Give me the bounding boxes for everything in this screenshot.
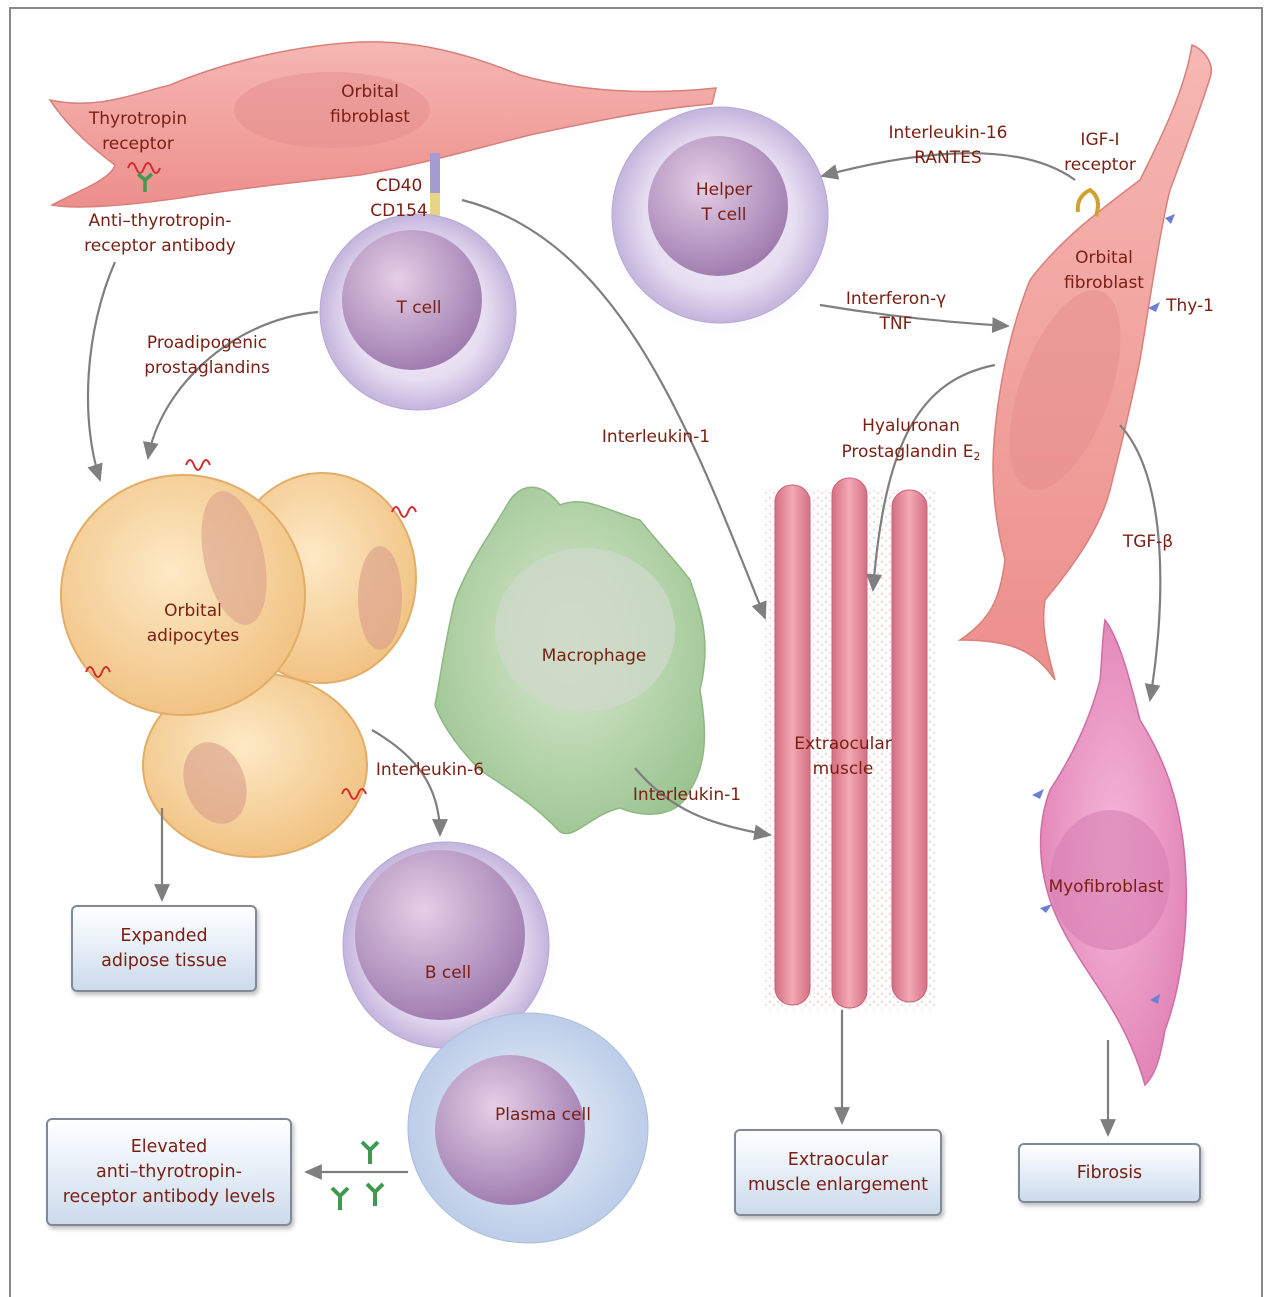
outcome-antibody-levels: Elevated anti–thyrotropin- receptor anti… — [46, 1118, 292, 1226]
muscle-fiber-3 — [892, 490, 927, 1002]
label-interleukin1-bottom: Interleukin-1 — [633, 783, 741, 808]
label-hyaluronan: Hyaluronan — [862, 414, 960, 439]
arrow-tgf-to-myofibroblast — [1120, 425, 1160, 700]
outcome-fibrosis: Fibrosis — [1018, 1143, 1201, 1203]
label-plasma-cell: Plasma cell — [495, 1103, 591, 1128]
label-interleukin6: Interleukin-6 — [376, 758, 484, 783]
label-b-cell: B cell — [425, 961, 471, 986]
label-proadipogenic: Proadipogenic prostaglandins — [144, 331, 270, 381]
label-interferon-tnf: Interferon-γ TNF — [846, 287, 946, 337]
label-myofibroblast: Myofibroblast — [1048, 875, 1163, 900]
label-extraocular-muscle: Extraocular muscle — [794, 732, 892, 782]
label-cd40-cd154: CD40 CD154 — [370, 174, 427, 224]
label-interleukin1-top: Interleukin-1 — [602, 425, 710, 450]
outcome-muscle-enlargement-text: Extraocular muscle enlargement — [748, 1148, 928, 1198]
arrow-antibody-to-adipocytes — [88, 262, 115, 480]
outcome-muscle-enlargement: Extraocular muscle enlargement — [734, 1129, 942, 1216]
label-macrophage: Macrophage — [542, 644, 647, 669]
plasma-cell-nucleus — [435, 1055, 585, 1205]
label-orbital-fibroblast-top: Orbital fibroblast — [330, 80, 410, 130]
outcome-antibody-levels-text: Elevated anti–thyrotropin- receptor anti… — [63, 1135, 276, 1210]
outcome-fibrosis-text: Fibrosis — [1077, 1161, 1142, 1186]
label-prostaglandin: Prostaglandin E2 — [841, 440, 980, 469]
outcome-expanded-adipose-text: Expanded adipose tissue — [101, 924, 227, 974]
label-anti-tsh-antibody: Anti–thyrotropin- receptor antibody — [84, 209, 236, 259]
adipocyte-left — [61, 475, 305, 715]
antibody-icon-2 — [332, 1188, 348, 1210]
label-thyrotropin-receptor: Thyrotropin receptor — [89, 107, 187, 157]
label-orbital-adipocytes: Orbital adipocytes — [147, 599, 240, 649]
b-cell-nucleus — [355, 850, 525, 1020]
label-tgf-beta: TGF-β — [1123, 530, 1173, 555]
antibody-icon-1 — [362, 1142, 378, 1164]
label-helper-t-cell: Helper T cell — [696, 178, 752, 228]
outcome-expanded-adipose: Expanded adipose tissue — [71, 905, 257, 992]
label-igf1-receptor: IGF-I receptor — [1064, 128, 1136, 178]
igf1-receptor-icon — [1078, 190, 1098, 216]
antibody-icon-3 — [367, 1184, 383, 1206]
cd40-connector — [430, 153, 440, 193]
macrophage-nucleus — [495, 548, 675, 712]
label-interleukin16-rantes: Interleukin-16 RANTES — [889, 121, 1008, 171]
label-thy1: Thy-1 — [1166, 294, 1214, 319]
label-orbital-fibroblast-right: Orbital fibroblast — [1064, 246, 1144, 296]
label-t-cell: T cell — [396, 296, 441, 321]
